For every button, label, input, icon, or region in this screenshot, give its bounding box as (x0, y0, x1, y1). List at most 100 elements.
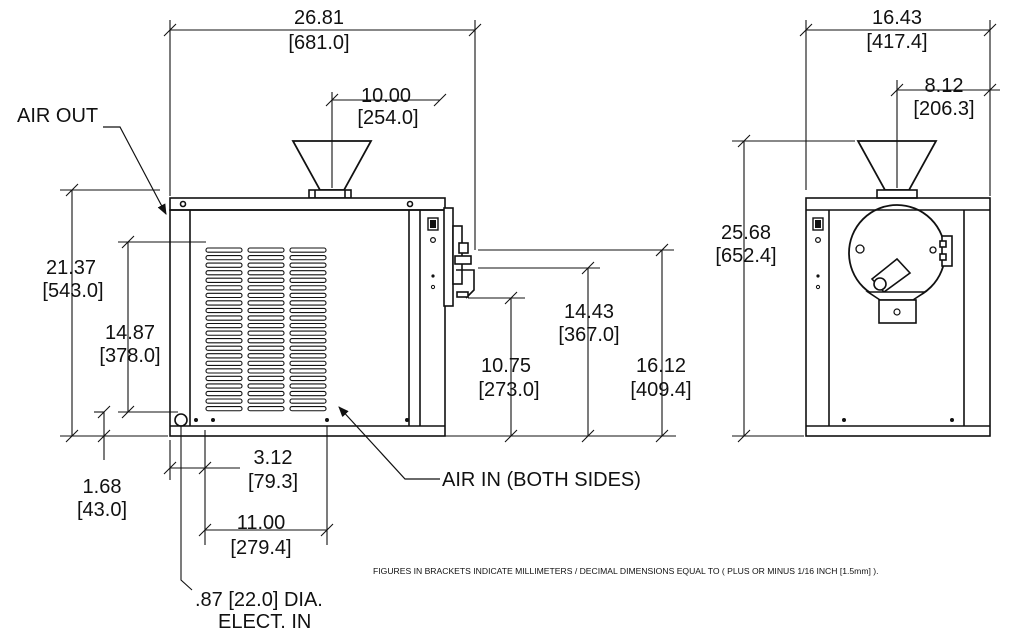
grille-louver (289, 285, 327, 291)
grille-louver (289, 255, 327, 261)
grille-louver (205, 390, 243, 397)
air-in-label: AIR IN (BOTH SIDES) (442, 469, 641, 491)
grille-louver (247, 247, 285, 253)
grille-louver (247, 255, 285, 261)
cabinet-height-dim-in: 21.37 (45, 257, 97, 279)
front-dispense-handle (456, 269, 475, 299)
side-drip-tray (878, 299, 917, 324)
air-in-leader (338, 406, 440, 480)
cabinet-height-dim-mm: [543.0] (42, 280, 104, 302)
grille-louver (247, 300, 285, 306)
front-leaders (103, 126, 440, 480)
total-height-dim-in: 25.68 (720, 222, 772, 244)
front-top-panel (169, 197, 446, 211)
grille-louver (289, 322, 327, 329)
grille-louver (247, 383, 285, 389)
elect-inlet-label: .87 [22.0] DIA. (195, 589, 323, 611)
grille-louver (205, 405, 243, 412)
grille-louver (247, 398, 285, 404)
grille-louver (205, 330, 243, 336)
front-width-dim-mm: [681.0] (288, 32, 350, 54)
side-view (805, 140, 991, 437)
grille-louver (247, 375, 285, 382)
grille-louver (205, 322, 243, 329)
spout-height-dim-in: 14.43 (563, 301, 615, 323)
air-out-leader (103, 126, 167, 215)
front-cabinet (169, 209, 446, 437)
grille-louver (289, 375, 327, 382)
grille-louver (205, 255, 243, 261)
front-view (169, 140, 475, 437)
hopper-dim-mm: [254.0] (357, 107, 419, 129)
hopper-dim-in: 10.00 (360, 85, 412, 107)
front-grille (205, 247, 327, 412)
grille-louver (205, 270, 243, 276)
grille-louver (247, 368, 285, 374)
grille-louver (289, 292, 327, 299)
grille-louver (205, 338, 243, 344)
elect-height-dim-in: 1.68 (82, 476, 122, 498)
grille-louver (205, 285, 243, 291)
grille-louver (205, 353, 243, 359)
grille-louver (289, 345, 327, 351)
elect-height-dim-mm: [43.0] (76, 499, 128, 521)
front-freezer-door (443, 207, 454, 307)
door-height-dim-in: 10.75 (480, 355, 532, 377)
grille-louver (205, 398, 243, 404)
grille-louver (205, 345, 243, 351)
grille-louver (289, 398, 327, 404)
front-dimensions (60, 20, 676, 591)
side-center-dim-in: 8.12 (924, 75, 964, 97)
grille-louver (289, 390, 327, 397)
grille-louver (205, 307, 243, 314)
dimension-footnote: FIGURES IN BRACKETS INDICATE MILLIMETERS… (373, 566, 879, 576)
grille-height-dim-in: 14.87 (104, 322, 156, 344)
side-dimensions (732, 20, 1000, 443)
grille-louver (247, 322, 285, 329)
elect-inlet-label-2: ELECT. IN (218, 611, 312, 633)
grille-louver (289, 330, 327, 336)
grille-louver (205, 375, 243, 382)
grille-louver (205, 368, 243, 374)
grille-louver (289, 247, 327, 253)
side-width-dim-in: 16.43 (871, 7, 923, 29)
front-electric-inlet (174, 413, 188, 427)
grille-louver (247, 345, 285, 351)
grille-offset-dim-mm: [279.4] (230, 537, 292, 559)
side-center-dim-mm: [206.3] (913, 98, 975, 120)
grille-louver (247, 270, 285, 276)
grille-louver (247, 330, 285, 336)
front-width-dim-in: 26.81 (293, 7, 345, 29)
grille-louver (205, 292, 243, 299)
grille-louver (289, 277, 327, 283)
grille-louver (205, 300, 243, 306)
outlet-height-dim-in: 16.12 (635, 355, 687, 377)
grille-louver (247, 353, 285, 359)
grille-louver (289, 307, 327, 314)
grille-louver (247, 405, 285, 412)
grille-louver (247, 338, 285, 344)
grille-louver (289, 315, 327, 321)
grille-louver (247, 315, 285, 321)
spout-height-dim-mm: [367.0] (558, 324, 620, 346)
grille-louver (289, 405, 327, 412)
grille-louver (289, 383, 327, 389)
grille-louver (205, 360, 243, 366)
grille-louver (205, 383, 243, 389)
air-out-label: AIR OUT (17, 105, 99, 127)
grille-louver (289, 368, 327, 374)
grille-louver (247, 360, 285, 366)
grille-louver (205, 262, 243, 268)
grille-louver (205, 315, 243, 321)
grille-louver (205, 247, 243, 253)
grille-louver (247, 390, 285, 397)
grille-louver (289, 360, 327, 366)
grille-louver (247, 307, 285, 314)
grille-offset-dim-in: 11.00 (236, 512, 286, 534)
outlet-height-dim-mm: [409.4] (630, 379, 692, 401)
grille-louver (289, 338, 327, 344)
grille-louver (205, 277, 243, 283)
grille-louver (247, 285, 285, 291)
grille-louver (289, 270, 327, 276)
